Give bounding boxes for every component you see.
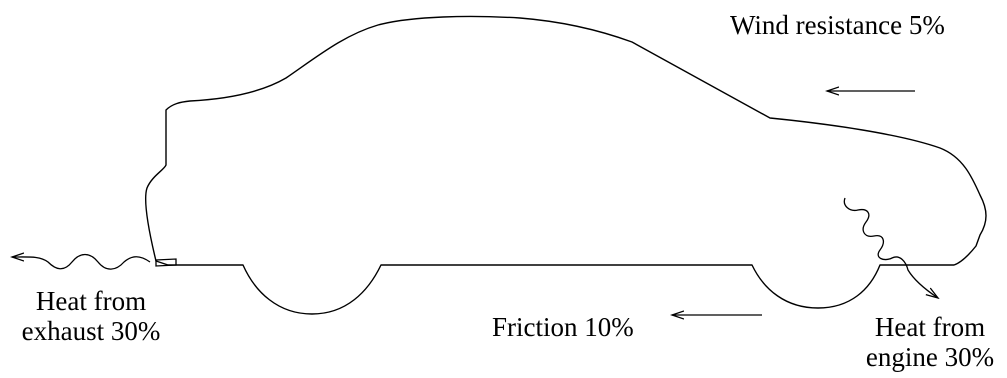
friction-label: Friction 10% <box>492 312 634 342</box>
exhaust-heat-label: Heat from exhaust 30% <box>6 286 176 346</box>
exhaust-pipe <box>155 258 177 267</box>
exhaust-heat-label-line2: exhaust 30% <box>21 316 161 346</box>
engine-heat-label-line1: Heat from <box>874 312 986 342</box>
engine-heat-arrow <box>843 197 938 298</box>
wind-resistance-label: Wind resistance 5% <box>730 10 945 40</box>
engine-heat-label-line2: engine 30% <box>865 342 995 372</box>
exhaust-heat-label-line1: Heat from <box>35 286 147 316</box>
engine-heat-label: Heat from engine 30% <box>858 312 1002 372</box>
car-body-outline <box>144 15 987 315</box>
exhaust-heat-arrow <box>12 255 151 270</box>
